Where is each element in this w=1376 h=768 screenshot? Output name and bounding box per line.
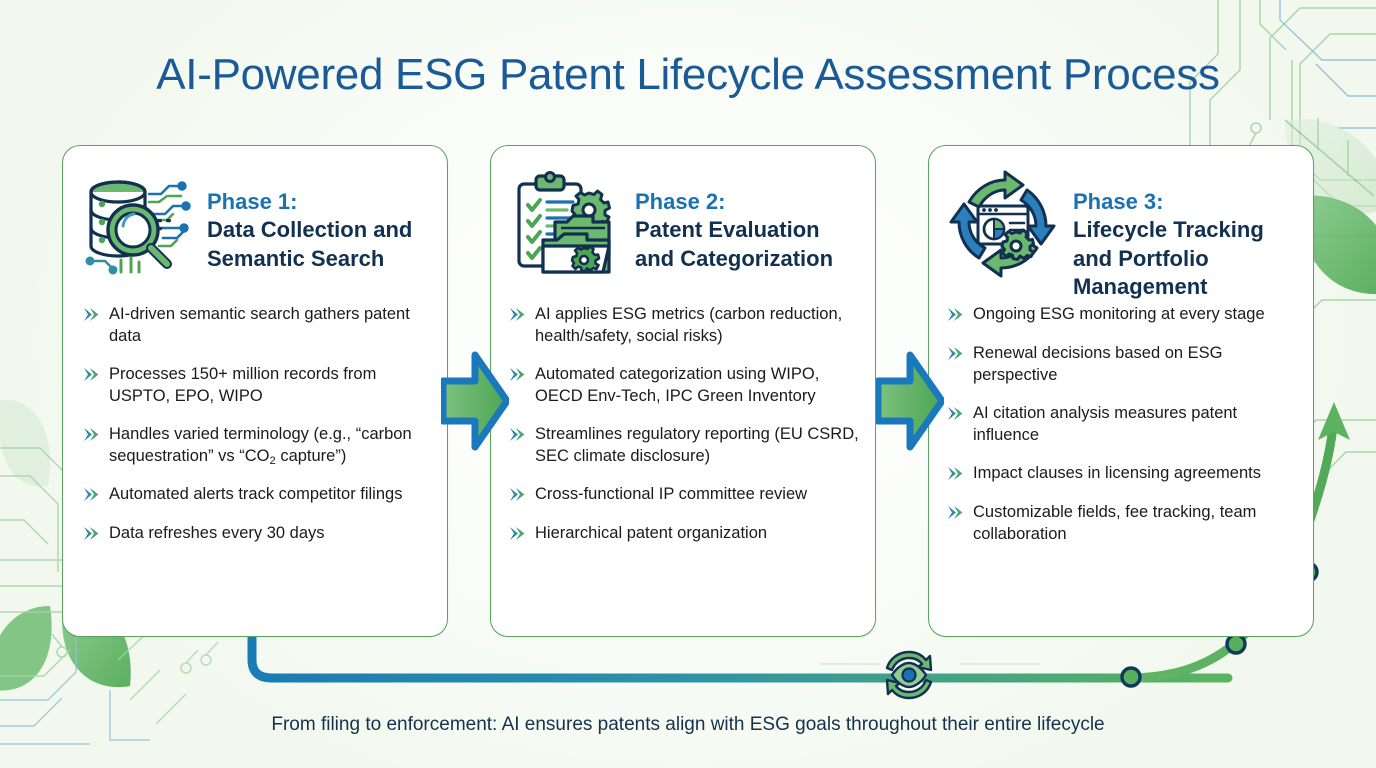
bullet-text: Streamlines regulatory reporting (EU CSR… <box>535 424 859 465</box>
database-magnifier-icon <box>81 168 193 280</box>
phase-3-label: Phase 3: <box>1073 189 1164 214</box>
chevron-right-icon <box>509 427 526 447</box>
chevron-right-icon <box>947 307 964 327</box>
bullet-text: Impact clauses in licensing agreements <box>973 463 1261 482</box>
chevron-right-icon <box>947 505 964 525</box>
list-item: Customizable fields, fee tracking, team … <box>947 502 1297 546</box>
bullet-text: Processes 150+ million records from USPT… <box>109 364 377 405</box>
phase-card-1-heading: Phase 1: Data Collection and Semantic Se… <box>207 168 429 273</box>
phase-card-3: Phase 3: Lifecycle Tracking and Portfoli… <box>928 145 1314 637</box>
bullet-text: Ongoing ESG monitoring at every stage <box>973 305 1265 323</box>
list-item: Data refreshes every 30 days <box>83 523 425 546</box>
bullet-text: Handles varied terminology (e.g., “carbo… <box>109 424 412 467</box>
phase-card-3-heading: Phase 3: Lifecycle Tracking and Portfoli… <box>1073 168 1295 302</box>
clipboard-folders-gear-icon <box>509 168 621 280</box>
bullet-text: Cross-functional IP committee review <box>535 484 808 503</box>
list-item: Cross-functional IP committee review <box>509 484 859 507</box>
list-item: Automated alerts track competitor filing… <box>83 484 425 507</box>
bullet-text: Automated categorization using WIPO, OEC… <box>535 364 820 405</box>
phase-card-1: Phase 1: Data Collection and Semantic Se… <box>62 145 448 637</box>
page-title: AI-Powered ESG Patent Lifecycle Assessme… <box>156 50 1220 99</box>
chevron-right-icon <box>947 406 964 426</box>
list-item: Automated categorization using WIPO, OEC… <box>509 364 859 408</box>
list-item: Handles varied terminology (e.g., “carbo… <box>83 424 425 469</box>
chevron-right-icon <box>509 526 526 546</box>
phase-3-title: Lifecycle Tracking and Portfolio Managem… <box>1073 217 1264 300</box>
list-item: Renewal decisions based on ESG perspecti… <box>947 343 1297 387</box>
list-item: AI-driven semantic search gathers patent… <box>83 304 425 348</box>
list-item: Hierarchical patent organization <box>509 523 859 546</box>
phase-3-bullet-list: Ongoing ESG monitoring at every stage Re… <box>929 298 1313 546</box>
chevron-right-icon <box>509 487 526 507</box>
phase-card-2-heading: Phase 2: Patent Evaluation and Categoriz… <box>635 168 857 273</box>
chevron-right-icon <box>509 307 526 327</box>
chevron-right-icon <box>947 346 964 366</box>
cycle-dashboard-gear-icon <box>947 168 1059 280</box>
list-item: Processes 150+ million records from USPT… <box>83 364 425 408</box>
phase-2-title: Patent Evaluation and Categorization <box>635 217 834 271</box>
phase-card-2-header: Phase 2: Patent Evaluation and Categoriz… <box>491 146 875 298</box>
block-arrow-right-icon-1 <box>439 345 511 457</box>
bullet-text: Hierarchical patent organization <box>535 523 768 542</box>
bullet-text: AI-driven semantic search gathers patent… <box>109 305 410 345</box>
phase-1-bullet-list: AI-driven semantic search gathers patent… <box>63 298 447 546</box>
bullet-text: Data refreshes every 30 days <box>109 524 325 543</box>
phase-2-bullet-list: AI applies ESG metrics (carbon reduction… <box>491 298 875 546</box>
list-item: AI applies ESG metrics (carbon reduction… <box>509 304 859 348</box>
list-item: AI citation analysis measures patent inf… <box>947 403 1297 447</box>
block-arrow-right-icon-2 <box>874 345 946 457</box>
chevron-right-icon <box>509 367 526 387</box>
chevron-right-icon <box>83 307 100 327</box>
list-item: Ongoing ESG monitoring at every stage <box>947 304 1297 327</box>
eye-refresh-cycle-icon <box>876 648 942 702</box>
phase-1-label: Phase 1: <box>207 189 298 214</box>
phase-card-2: Phase 2: Patent Evaluation and Categoriz… <box>490 145 876 637</box>
phase-1-title: Data Collection and Semantic Search <box>207 217 413 271</box>
bullet-text: AI applies ESG metrics (carbon reduction… <box>535 305 843 345</box>
list-item: Streamlines regulatory reporting (EU CSR… <box>509 424 859 468</box>
chevron-right-icon <box>83 487 100 507</box>
phase-card-3-header: Phase 3: Lifecycle Tracking and Portfoli… <box>929 146 1313 299</box>
bullet-text: AI citation analysis measures patent inf… <box>973 403 1238 444</box>
bullet-text: Renewal decisions based on ESG perspecti… <box>973 344 1223 384</box>
list-item: Impact clauses in licensing agreements <box>947 463 1297 486</box>
chevron-right-icon <box>83 427 100 447</box>
bullet-text: Customizable fields, fee tracking, team … <box>973 502 1257 543</box>
footer-caption: From filing to enforcement: AI ensures p… <box>271 714 1105 735</box>
phase-card-1-header: Phase 1: Data Collection and Semantic Se… <box>63 146 447 298</box>
bullet-text: Automated alerts track competitor filing… <box>109 485 403 504</box>
chevron-right-icon <box>83 526 100 546</box>
phase-2-label: Phase 2: <box>635 189 726 214</box>
chevron-right-icon <box>947 466 964 486</box>
chevron-right-icon <box>83 367 100 387</box>
